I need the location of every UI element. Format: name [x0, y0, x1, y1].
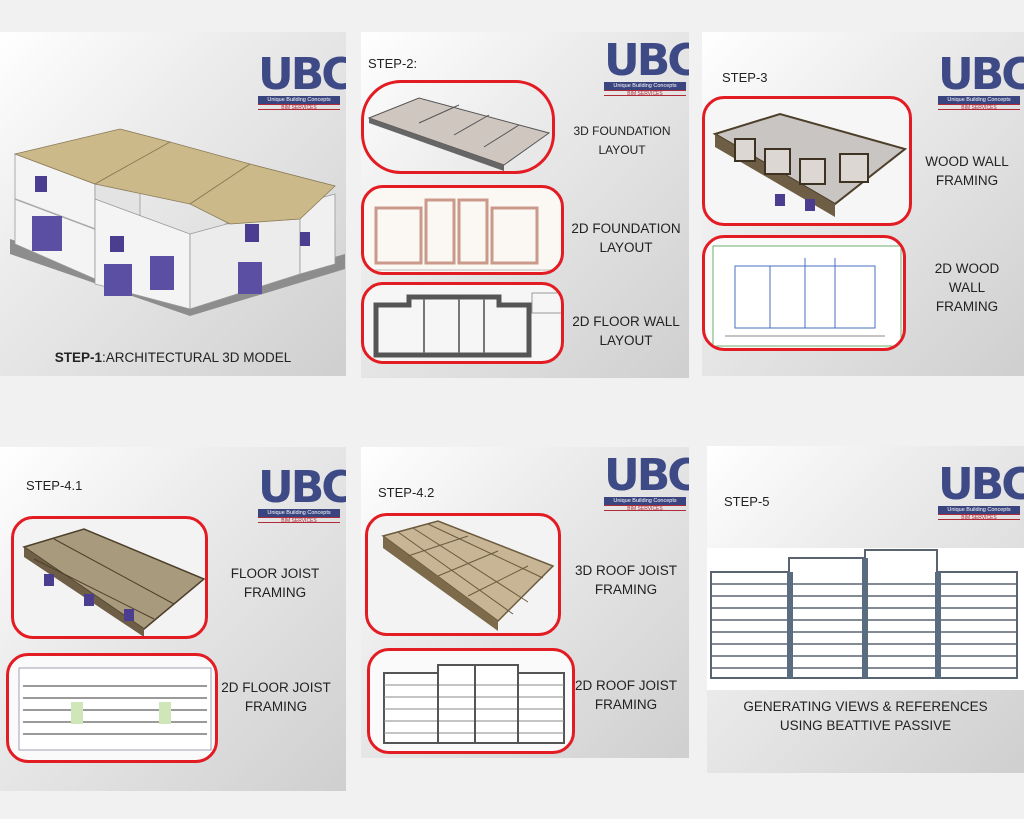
foundation-2d-image [364, 198, 561, 271]
logo-tagline: Unique Building Concepts [938, 506, 1020, 514]
roof-joist-frame [365, 513, 561, 636]
step-2-label: STEP-2: [368, 56, 418, 71]
step-1-caption-bold: STEP-1 [54, 350, 102, 365]
logo-tagline: Unique Building Concepts [258, 509, 340, 517]
logo-mark: UBC [938, 459, 1024, 510]
floor-joist-2d-image [18, 667, 212, 751]
ubc-logo: UBC Unique Building Concepts BIM SERVICE… [258, 462, 346, 524]
wood-wall-3d-image [712, 112, 908, 217]
roof-joist-2d-frame [367, 648, 575, 754]
logo-mark: UBC [604, 450, 689, 501]
ubc-logo: UBC Unique Building Concepts BIM SERVICE… [604, 450, 689, 512]
logo-mark: UBC [938, 49, 1024, 100]
architectural-3d-model-image [10, 128, 345, 316]
logo-tagline: Unique Building Concepts [604, 82, 686, 90]
logo-subline: BIM SERVICES [938, 104, 1020, 111]
logo-mark: UBC [258, 462, 346, 513]
logo-subline: BIM SERVICES [604, 505, 686, 512]
views-references-drawing [710, 549, 1018, 679]
views-references-image-panel [707, 548, 1024, 690]
roof-joist-3d-image [381, 520, 555, 631]
logo-subline: BIM SERVICES [258, 517, 340, 524]
logo-tagline: Unique Building Concepts [258, 96, 340, 104]
logo-tagline: Unique Building Concepts [938, 96, 1020, 104]
step-5-caption: GENERATING VIEWS & REFERENCES USING BEAT… [743, 699, 988, 733]
wood-wall-2d-caption: 2D WOOD WALL FRAMING [934, 261, 1000, 314]
ubc-logo: UBC Unique Building Concepts BIM SERVICE… [604, 35, 689, 97]
step-1-caption: STEP-1:ARCHITECTURAL 3D MODEL [0, 329, 346, 367]
wood-wall-frame [702, 96, 912, 226]
wood-wall-2d-image [712, 245, 902, 347]
step-2-panel: STEP-2: UBC Unique Building Concepts BIM… [361, 32, 689, 378]
logo-tagline: Unique Building Concepts [604, 497, 686, 505]
foundation-2d-frame [361, 185, 564, 275]
step-4-2-label: STEP-4.2 [378, 485, 435, 500]
logo-mark: UBC [604, 35, 689, 86]
step-5-label: STEP-5 [724, 494, 770, 509]
step-5-panel: STEP-5 UBC Unique Building Concepts BIM … [707, 446, 1024, 773]
logo-mark: UBC [258, 49, 346, 100]
step-4-2-panel: STEP-4.2 UBC Unique Building Concepts BI… [361, 447, 689, 758]
step-3-panel: STEP-3 UBC Unique Building Concepts BIM … [702, 32, 1024, 376]
wood-wall-caption: WOOD WALL FRAMING [925, 154, 1009, 188]
step-1-panel: UBC Unique Building Concepts BIM SERVICE… [0, 32, 346, 376]
logo-subline: BIM SERVICES [604, 90, 686, 97]
floor-joist-caption: FLOOR JOIST FRAMING [230, 566, 320, 600]
step-4-1-label: STEP-4.1 [26, 478, 83, 493]
step-4-1-panel: STEP-4.1 UBC Unique Building Concepts BI… [0, 447, 346, 791]
logo-subline: BIM SERVICES [258, 104, 340, 111]
ubc-logo: UBC Unique Building Concepts BIM SERVICE… [258, 49, 346, 111]
floor-wall-2d-frame [361, 282, 564, 364]
ubc-logo: UBC Unique Building Concepts BIM SERVICE… [938, 459, 1024, 521]
wood-wall-2d-frame [702, 235, 906, 351]
floor-joist-frame [11, 516, 208, 639]
ubc-logo: UBC Unique Building Concepts BIM SERVICE… [938, 49, 1024, 111]
floor-joist-2d-caption: 2D FLOOR JOIST FRAMING [221, 680, 331, 714]
step-1-caption-rest: :ARCHITECTURAL 3D MODEL [101, 350, 292, 365]
floor-wall-2d-caption: 2D FLOOR WALL LAYOUT [572, 314, 680, 348]
foundation-3d-image [367, 97, 551, 171]
logo-subline: BIM SERVICES [938, 514, 1020, 521]
roof-joist-caption: 3D ROOF JOIST FRAMING [574, 563, 677, 597]
foundation-3d-caption: 3D FOUNDATION LAYOUT [573, 124, 671, 157]
foundation-2d-caption: 2D FOUNDATION LAYOUT [571, 221, 681, 255]
step-3-label: STEP-3 [722, 70, 768, 85]
floor-wall-2d-image [373, 292, 561, 358]
floor-joist-3d-image [22, 528, 205, 636]
foundation-3d-frame [361, 80, 555, 174]
roof-joist-2d-image [383, 664, 565, 744]
floor-joist-2d-frame [6, 653, 218, 763]
roof-joist-2d-caption: 2D ROOF JOIST FRAMING [574, 678, 677, 712]
